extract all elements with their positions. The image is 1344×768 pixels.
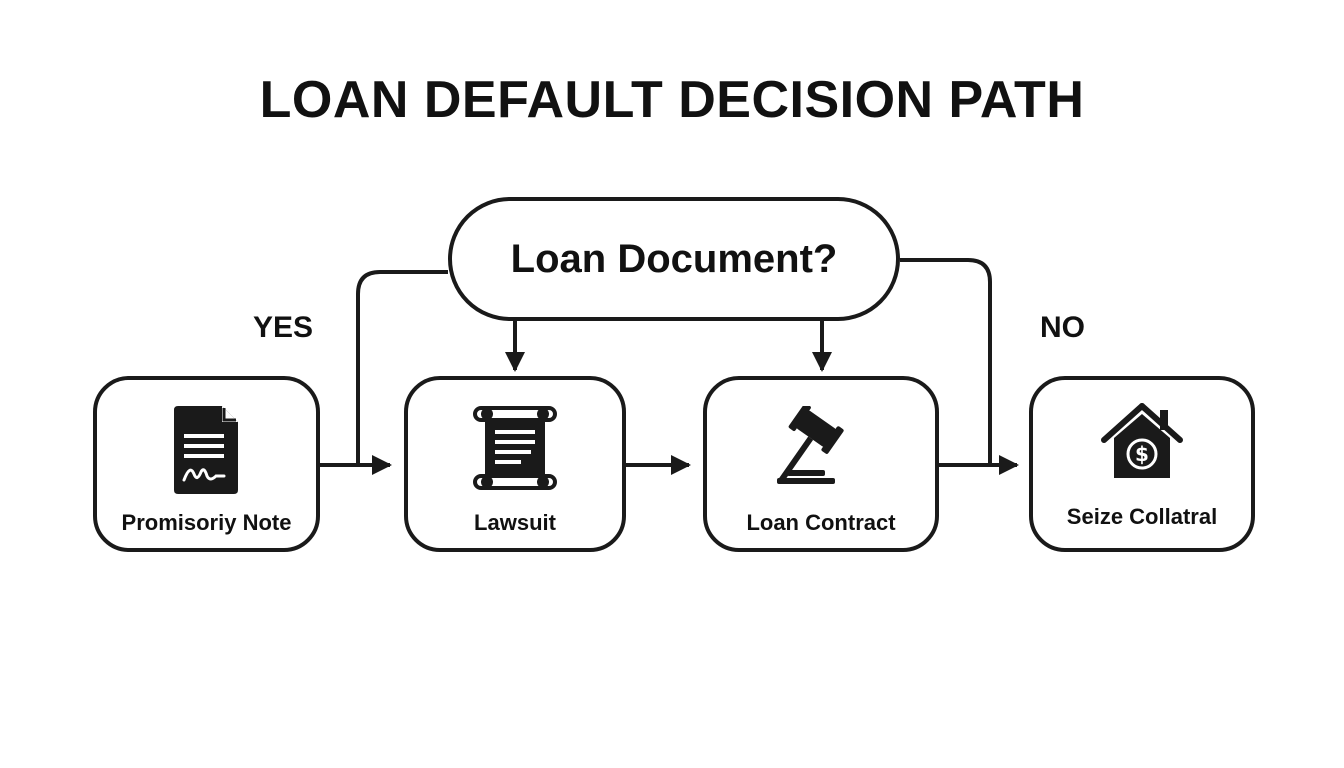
diagram-title: LOAN DEFAULT DECISION PATH xyxy=(259,71,1085,129)
lawsuit-node: Lawsuit xyxy=(404,376,626,552)
svg-text:$: $ xyxy=(1135,442,1149,466)
decision-label: Loan Document? xyxy=(510,236,838,281)
decision-node: Loan Document? xyxy=(448,197,900,321)
scroll-icon xyxy=(471,406,559,495)
lawsuit-label: Lawsuit xyxy=(474,510,556,535)
gavel-icon xyxy=(771,403,871,497)
document-signature-icon xyxy=(173,406,240,499)
loan-contract-node: Loan Contract xyxy=(703,376,939,552)
promissory-note-label: Promisoriy Note xyxy=(121,510,292,535)
no-branch-label: NO xyxy=(1040,311,1085,344)
seize-collateral-node: $ Seize Collatral xyxy=(1029,376,1255,552)
house-dollar-icon: $ xyxy=(1100,402,1184,487)
yes-branch-label: YES xyxy=(253,311,314,344)
loan-contract-label: Loan Contract xyxy=(746,510,896,535)
promissory-note-node: Promisoriy Note xyxy=(93,376,320,552)
seize-collateral-label: Seize Collatral xyxy=(1066,504,1218,529)
